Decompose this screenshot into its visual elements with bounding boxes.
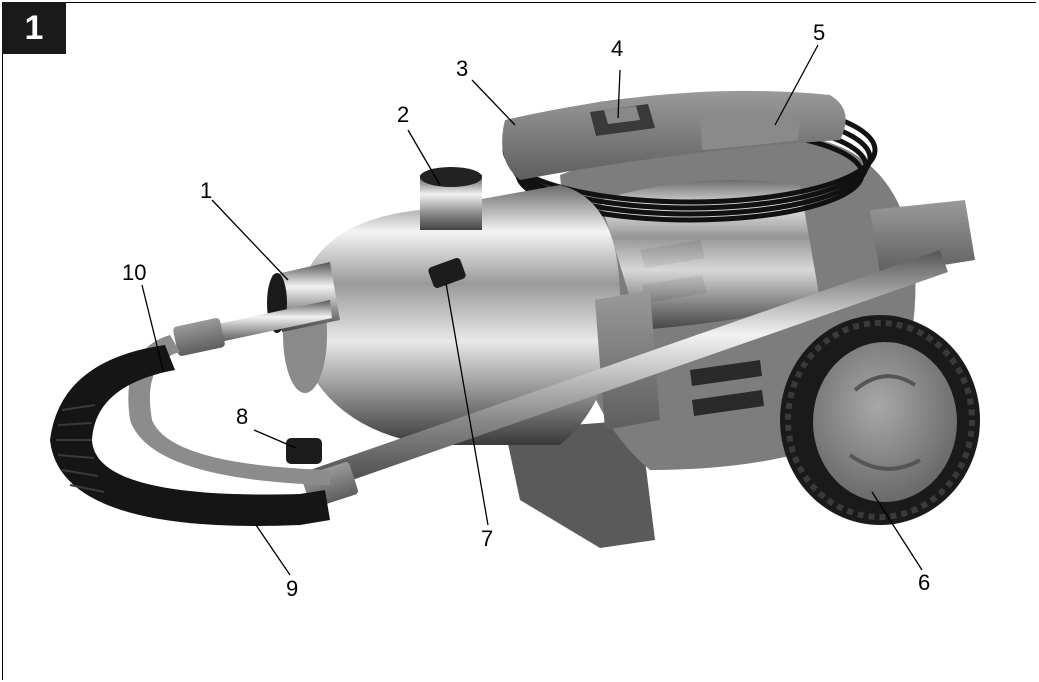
handle-ribs bbox=[56, 404, 105, 493]
base-foot bbox=[505, 420, 655, 548]
callout-9: 9 bbox=[286, 576, 299, 601]
handle-grip bbox=[50, 345, 330, 526]
cable-holder bbox=[502, 90, 846, 180]
figure-number-badge: 1 bbox=[2, 2, 66, 54]
wheel bbox=[780, 315, 980, 525]
frame-tube-lower bbox=[310, 250, 948, 492]
motor-cover bbox=[700, 114, 800, 150]
callout-3: 3 bbox=[456, 56, 469, 81]
pressure-port bbox=[420, 167, 482, 230]
callout-2: 2 bbox=[397, 102, 410, 127]
callout-7: 7 bbox=[481, 526, 494, 551]
support-frame bbox=[128, 335, 330, 485]
tube-collar bbox=[173, 318, 225, 356]
leader-lines bbox=[141, 44, 923, 576]
callout-8: 8 bbox=[236, 404, 249, 429]
callout-10: 10 bbox=[122, 260, 147, 285]
drain-plug bbox=[286, 438, 322, 464]
callout-4: 4 bbox=[611, 36, 624, 61]
callout-1: 1 bbox=[200, 178, 213, 203]
drain-screw bbox=[428, 257, 466, 289]
frame-end-cap bbox=[870, 200, 975, 275]
frame-tube-upper bbox=[190, 300, 332, 348]
callout-6: 6 bbox=[918, 570, 931, 595]
callout-5: 5 bbox=[813, 20, 826, 45]
